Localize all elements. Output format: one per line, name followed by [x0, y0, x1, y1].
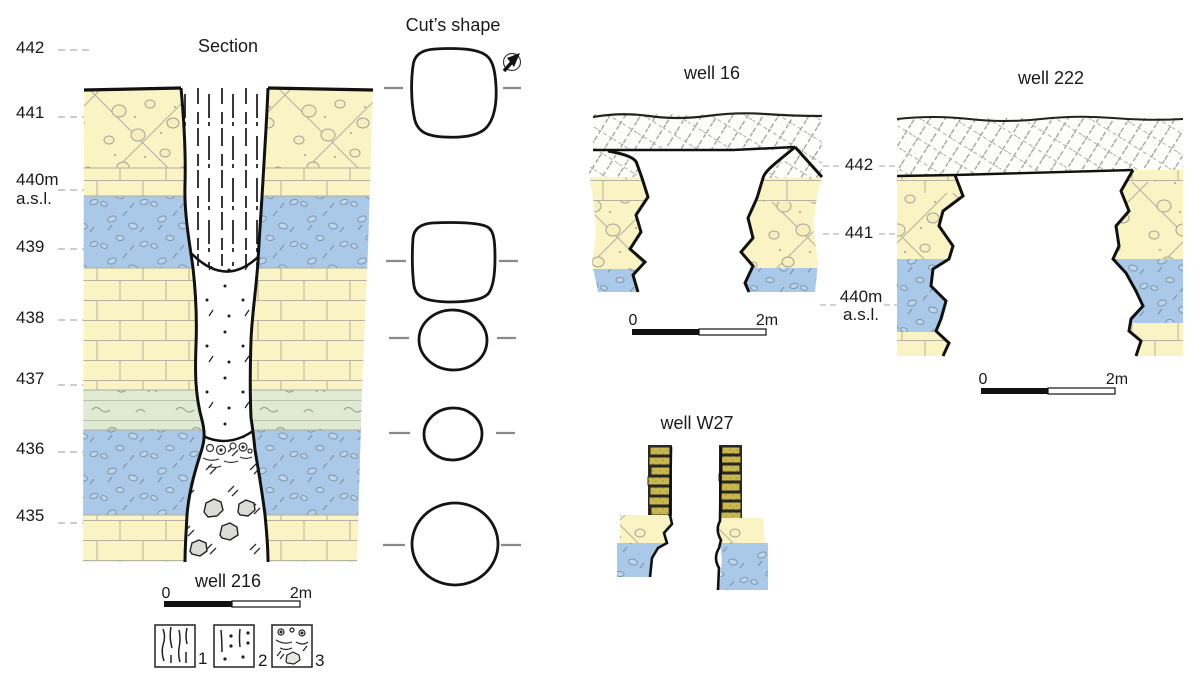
- well16-left-cut-edge: [607, 149, 650, 293]
- well16-right-cut-edge: [739, 145, 824, 293]
- scalebar-well16: 0 2m: [629, 312, 778, 336]
- cut-shape-rounded-square-2: [410, 221, 497, 304]
- scalebar-max: 2m: [756, 312, 778, 329]
- elevation-label: 442: [16, 38, 44, 57]
- scalebar-max: 2m: [290, 585, 312, 602]
- scalebar-white-half: [1047, 387, 1116, 395]
- legend: 1 2 3: [154, 624, 324, 670]
- well16-cap-bottom-edge: [593, 145, 796, 152]
- shaft-pebble-row: [205, 442, 253, 456]
- elevation-label: 439: [16, 237, 44, 256]
- wellW27-left-rubble: [620, 515, 672, 543]
- shaft-left-edge: [179, 87, 206, 563]
- well16-left-wall: [589, 150, 648, 292]
- wellW27-left-cut-edge: [648, 446, 674, 578]
- shaft-right-edge: [248, 87, 270, 563]
- well16-title: well 16: [683, 63, 740, 83]
- ground-surface-line: [83, 86, 374, 92]
- well222-cap-top-edge: [896, 115, 1184, 122]
- scalebar-zero: 0: [629, 312, 638, 329]
- cuts-shape-column: Cut’s shape: [383, 15, 522, 587]
- scalebar-zero: 0: [979, 371, 988, 388]
- shaft-pinch-boundary: [202, 429, 254, 443]
- well222-left-cut-edge: [929, 174, 965, 357]
- north-arrow-icon: [502, 52, 522, 73]
- scalebar-white-half: [698, 328, 767, 336]
- legend-number: 2: [258, 651, 267, 670]
- section-elevation-scale: 442 441 440m a.s.l. 439 438 437 436 435: [16, 38, 92, 525]
- scalebar-well216: 0 2m: [162, 585, 312, 608]
- mid-elevation-scale: 442 441 440m a.s.l.: [820, 155, 897, 324]
- well222-left-wall: [897, 175, 963, 356]
- legend-item-1: 1: [154, 624, 207, 668]
- wellW27-left-column: [617, 445, 674, 578]
- well216-label: well 216: [194, 571, 261, 591]
- legend-stone: [285, 651, 301, 665]
- scalebar-well222: 0 2m: [979, 371, 1128, 395]
- scalebar-black-half: [981, 388, 1048, 394]
- scalebar-white-half: [231, 600, 301, 608]
- legend-box-shaft-dots: [213, 624, 255, 668]
- well222: well 222 0 2m: [896, 68, 1184, 395]
- cuts-title: Cut’s shape: [406, 15, 501, 35]
- wellW27: well W27: [617, 413, 768, 591]
- cut-shape-circle-1: [417, 308, 489, 372]
- well222-right-cut-edge: [1111, 169, 1145, 357]
- elevation-label: 436: [16, 439, 44, 458]
- scalebar-zero: 0: [162, 585, 171, 602]
- elevation-label: 440m: [16, 170, 59, 189]
- well16-cap: [593, 114, 822, 150]
- legend-number: 3: [315, 651, 324, 670]
- cut-shapes: [410, 47, 500, 587]
- cut-depth-ticks: [383, 86, 521, 547]
- well222-cap: [897, 118, 1183, 176]
- wellW27-title: well W27: [659, 413, 733, 433]
- elevation-label: 441: [845, 223, 873, 242]
- well16-cap-top-edge: [592, 112, 823, 120]
- cut-shape-rounded-square-1: [410, 47, 498, 139]
- shaft-layer-boundary-arc: [191, 253, 260, 273]
- elevation-tick-marks: [58, 49, 92, 524]
- cut-shape-circle-2: [410, 501, 500, 587]
- wellW27-right-cut-edge: [714, 446, 723, 591]
- wellW27-right-clay: [719, 543, 768, 590]
- elevation-label: 435: [16, 506, 44, 525]
- section-title: Section: [198, 36, 258, 56]
- shaft-fill-dashes: [181, 88, 269, 266]
- shaft-pebble-arcs: [202, 456, 253, 469]
- legend-number: 1: [198, 649, 207, 668]
- elevation-label: 440m: [840, 287, 883, 306]
- scalebar-max: 2m: [1106, 371, 1128, 388]
- wellW27-right-column: [714, 445, 768, 591]
- legend-box-shaft-dashes: [154, 624, 196, 668]
- elevation-label: a.s.l.: [16, 189, 52, 208]
- elevation-label: 438: [16, 308, 44, 327]
- elevation-label: 441: [16, 103, 44, 122]
- wellW27-right-rubble: [717, 518, 765, 543]
- well222-title: well 222: [1017, 68, 1084, 88]
- elevation-label: 442: [845, 155, 873, 174]
- cut-shape-oval: [422, 406, 484, 462]
- shaft-stones: [189, 498, 256, 557]
- elevation-gridlines: [820, 165, 897, 306]
- scalebar-black-half: [632, 329, 699, 335]
- well16: well 16 0 2m: [589, 63, 824, 336]
- elevation-label: a.s.l.: [843, 305, 879, 324]
- scalebar-black-half: [164, 601, 232, 607]
- elevation-label: 437: [16, 369, 44, 388]
- well222-right-wall: [1113, 170, 1183, 356]
- legend-item-2: 2: [213, 624, 267, 670]
- well16-right-wall: [741, 148, 822, 292]
- legend-item-3: 3: [271, 624, 324, 670]
- section-well216: Section: [83, 36, 374, 608]
